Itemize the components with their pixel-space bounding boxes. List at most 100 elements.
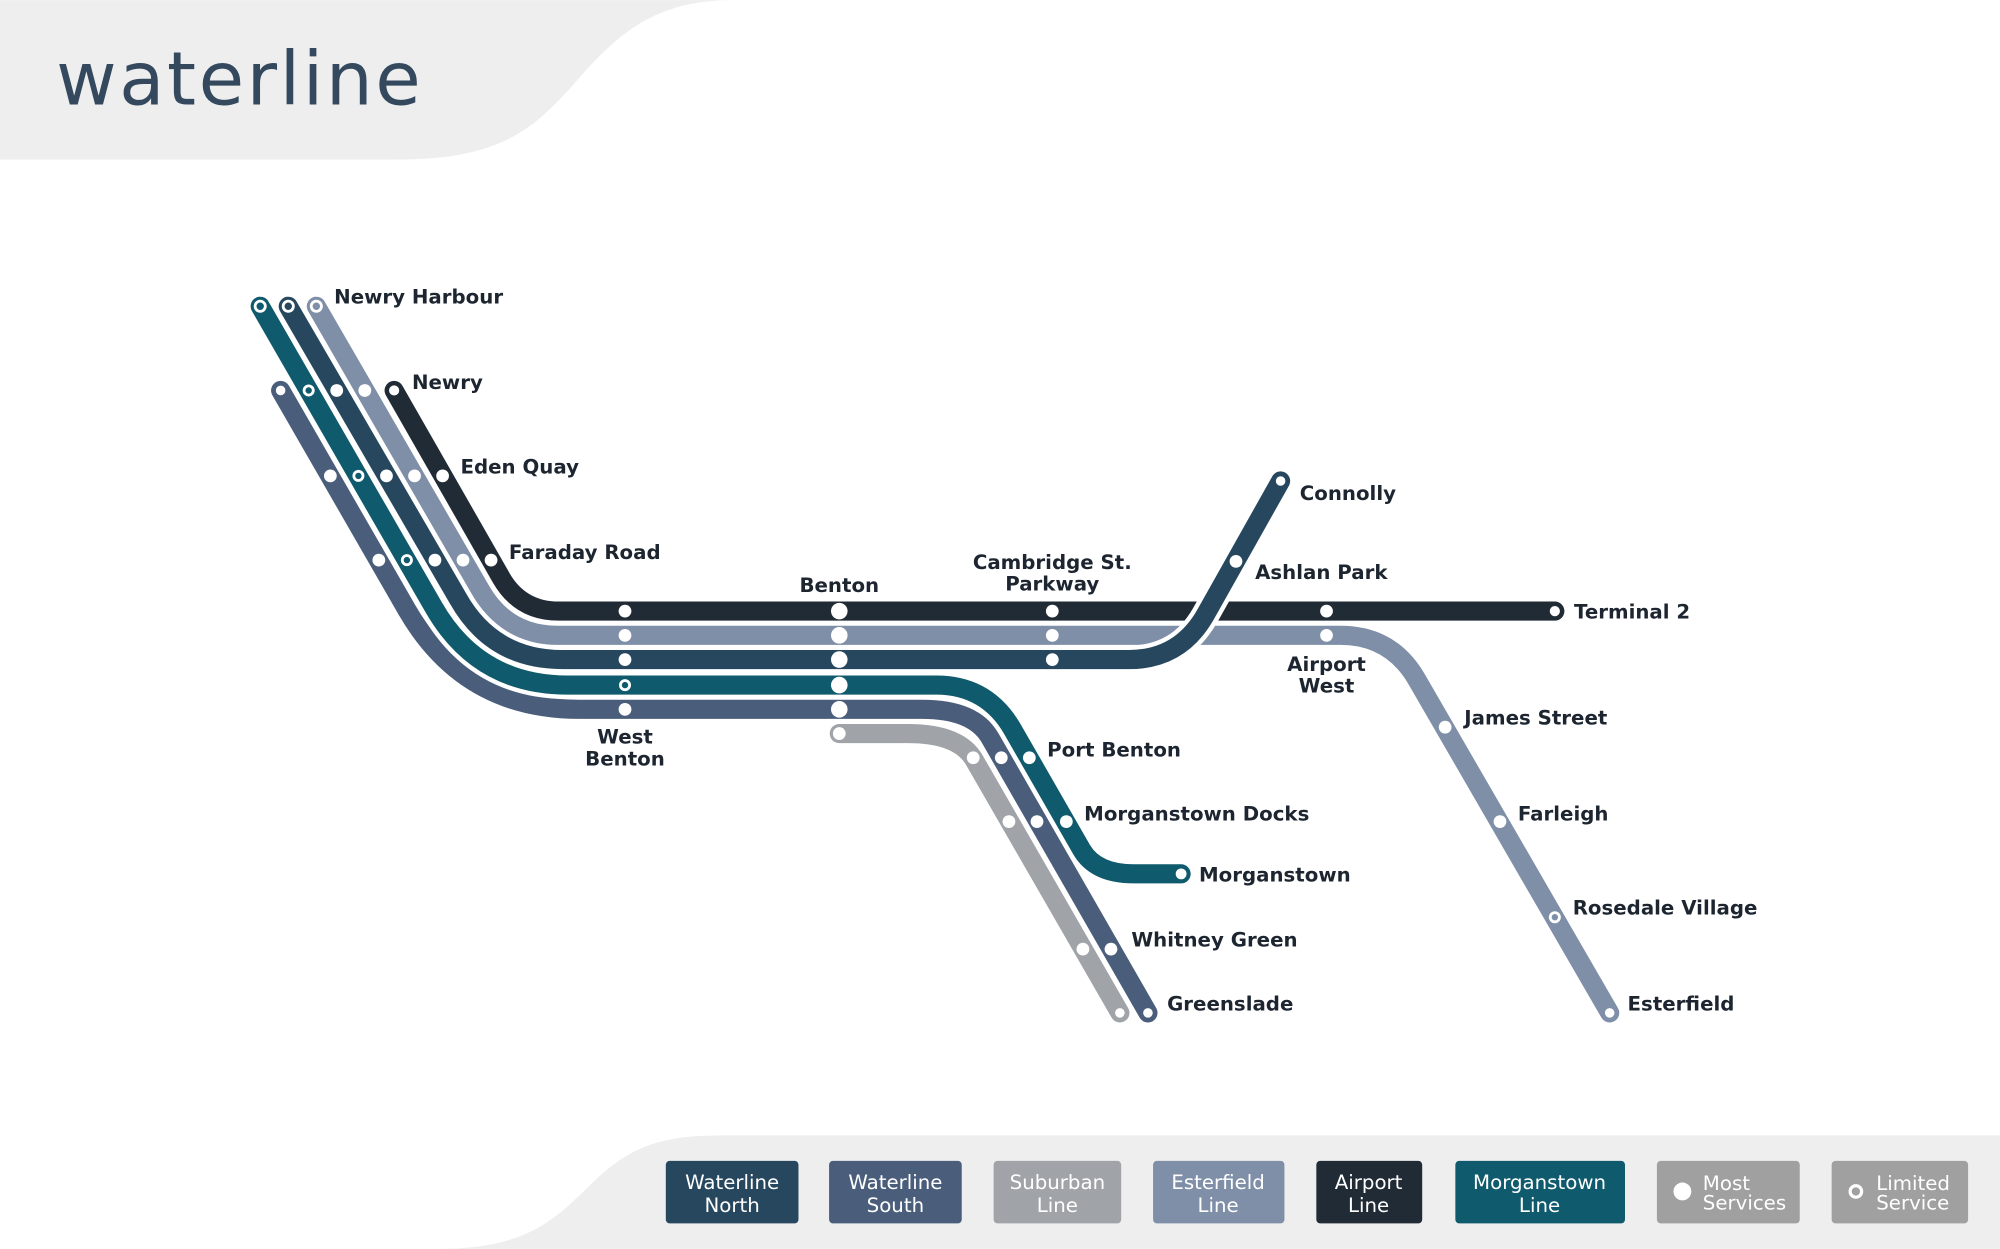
station-dot[interactable] bbox=[1022, 751, 1036, 765]
label-eden-quay[interactable]: Eden Quay bbox=[460, 455, 579, 478]
label-airport-west-line2[interactable]: West bbox=[1299, 675, 1355, 698]
station-dot[interactable] bbox=[618, 604, 632, 618]
legend-esterfield-line[interactable]: Esterfield Line bbox=[1153, 1160, 1285, 1224]
station-dot[interactable] bbox=[1045, 604, 1059, 618]
terminal-ring[interactable] bbox=[272, 382, 289, 399]
limited-station-ring[interactable] bbox=[619, 679, 631, 692]
station-dots bbox=[323, 384, 1507, 956]
legend-limited-service[interactable]: Limited Service bbox=[1831, 1160, 1969, 1224]
station-dot[interactable] bbox=[1229, 554, 1243, 568]
station-dot[interactable] bbox=[436, 469, 449, 483]
label-cambridge-line2[interactable]: Parkway bbox=[1005, 573, 1099, 596]
line-morganstown[interactable] bbox=[246, 292, 1196, 888]
station-dot[interactable] bbox=[994, 751, 1008, 765]
label-west-benton-line2[interactable]: Benton bbox=[585, 747, 665, 770]
legend-label: Esterfield bbox=[1171, 1171, 1264, 1194]
line-esterfield[interactable] bbox=[302, 292, 1624, 1027]
station-dot[interactable] bbox=[830, 627, 848, 644]
legend-label: Waterline bbox=[848, 1171, 942, 1194]
label-whitney-green[interactable]: Whitney Green bbox=[1131, 929, 1297, 952]
legend: Waterline North Waterline South Suburban… bbox=[665, 1160, 1969, 1224]
legend-airport-line[interactable]: Airport Line bbox=[1316, 1160, 1423, 1224]
label-farleigh[interactable]: Farleigh bbox=[1518, 802, 1609, 825]
station-dot[interactable] bbox=[1059, 815, 1073, 828]
legend-label: Suburban bbox=[1010, 1171, 1105, 1194]
limited-station-ring[interactable] bbox=[400, 554, 413, 567]
terminal-ring[interactable] bbox=[253, 299, 267, 313]
station-dot[interactable] bbox=[1002, 815, 1016, 828]
terminal-ring[interactable] bbox=[281, 299, 295, 313]
label-airport-west-line1[interactable]: Airport bbox=[1287, 653, 1366, 676]
limited-station-ring[interactable] bbox=[302, 384, 315, 397]
station-dot[interactable] bbox=[484, 553, 498, 567]
station-dot[interactable] bbox=[372, 553, 386, 567]
label-terminal-2[interactable]: Terminal 2 bbox=[1574, 601, 1690, 624]
label-newry[interactable]: Newry bbox=[412, 371, 483, 394]
station-dot[interactable] bbox=[830, 651, 848, 668]
station-dot[interactable] bbox=[1104, 942, 1118, 956]
limited-station-ring[interactable] bbox=[1548, 911, 1561, 924]
legend-label: Morganstown bbox=[1473, 1171, 1606, 1194]
station-dot[interactable] bbox=[323, 469, 337, 483]
station-dot[interactable] bbox=[966, 751, 980, 765]
station-dot[interactable] bbox=[1320, 628, 1333, 642]
station-dot[interactable] bbox=[1045, 653, 1059, 666]
legend-waterline-north[interactable]: Waterline North bbox=[665, 1160, 799, 1224]
label-port-benton[interactable]: Port Benton bbox=[1047, 739, 1181, 762]
station-dot[interactable] bbox=[380, 469, 393, 483]
label-west-benton-line1[interactable]: West bbox=[597, 726, 653, 749]
terminal-ring[interactable] bbox=[1139, 1004, 1156, 1021]
station-dot[interactable] bbox=[830, 701, 848, 718]
label-benton[interactable]: Benton bbox=[799, 574, 879, 597]
legend-label: Service bbox=[1876, 1191, 1949, 1214]
label-faraday-road[interactable]: Faraday Road bbox=[509, 541, 661, 564]
terminal-ring[interactable] bbox=[830, 724, 849, 743]
terminal-ring[interactable] bbox=[1172, 865, 1190, 883]
legend-suburban-line[interactable]: Suburban Line bbox=[993, 1160, 1122, 1224]
station-dot[interactable] bbox=[330, 384, 344, 397]
terminal-ring[interactable] bbox=[1111, 1004, 1128, 1021]
terminal-ring[interactable] bbox=[1272, 473, 1289, 489]
legend-label: North bbox=[704, 1194, 759, 1217]
station-dot[interactable] bbox=[1030, 815, 1044, 828]
station-dot[interactable] bbox=[618, 628, 632, 642]
station-labels: Newry Harbour Newry Eden Quay Faraday Ro… bbox=[334, 286, 1757, 1016]
label-connolly[interactable]: Connolly bbox=[1300, 482, 1396, 505]
line-waterline-north[interactable] bbox=[274, 292, 1295, 674]
label-morganstown[interactable]: Morganstown bbox=[1199, 864, 1351, 887]
station-dot[interactable] bbox=[456, 553, 470, 567]
legend-waterline-south[interactable]: Waterline South bbox=[829, 1160, 962, 1224]
station-dot[interactable] bbox=[1493, 815, 1507, 828]
station-dot[interactable] bbox=[830, 602, 848, 620]
label-cambridge-line1[interactable]: Cambridge St. bbox=[973, 551, 1132, 574]
label-ashlan-park[interactable]: Ashlan Park bbox=[1255, 561, 1388, 584]
label-morganstown-docks[interactable]: Morganstown Docks bbox=[1084, 802, 1309, 825]
station-dot[interactable] bbox=[1076, 942, 1090, 956]
station-dot[interactable] bbox=[1045, 628, 1059, 642]
station-dot[interactable] bbox=[830, 676, 848, 694]
station-dot[interactable] bbox=[1438, 720, 1452, 734]
line-waterline-south[interactable] bbox=[266, 376, 1162, 1027]
legend-label: Most bbox=[1703, 1172, 1750, 1195]
limited-station-ring[interactable] bbox=[352, 469, 365, 482]
terminal-ring[interactable] bbox=[309, 299, 323, 313]
station-dot[interactable] bbox=[1320, 604, 1333, 618]
legend-label: Airport bbox=[1335, 1171, 1403, 1194]
station-dot[interactable] bbox=[618, 653, 632, 666]
label-esterfield[interactable]: Esterfield bbox=[1628, 992, 1735, 1015]
station-dot[interactable] bbox=[408, 469, 421, 483]
label-greenslade[interactable]: Greenslade bbox=[1167, 992, 1293, 1015]
station-dot[interactable] bbox=[358, 384, 372, 397]
legend-morganstown-line[interactable]: Morganstown Line bbox=[1455, 1160, 1625, 1224]
label-newry-harbour[interactable]: Newry Harbour bbox=[334, 286, 503, 309]
terminal-ring[interactable] bbox=[385, 381, 404, 400]
station-dot[interactable] bbox=[428, 553, 442, 567]
terminal-ring[interactable] bbox=[1601, 1004, 1618, 1021]
label-james-street[interactable]: James Street bbox=[1462, 707, 1607, 730]
legend-most-services[interactable]: Most Services bbox=[1656, 1160, 1800, 1224]
station-dot[interactable] bbox=[618, 702, 632, 716]
filled-dot-icon bbox=[1673, 1182, 1692, 1201]
label-rosedale-village[interactable]: Rosedale Village bbox=[1573, 897, 1758, 920]
terminal-ring[interactable] bbox=[1545, 602, 1564, 621]
line-airport[interactable] bbox=[380, 376, 1569, 626]
